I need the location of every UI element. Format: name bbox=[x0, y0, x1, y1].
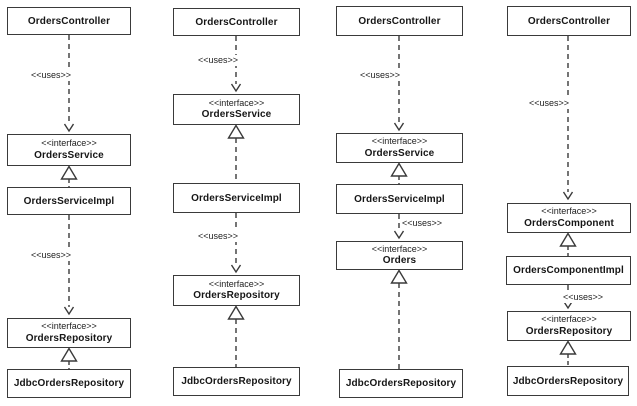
class-box-jdbcordersrepository: JdbcOrdersRepository bbox=[339, 369, 463, 398]
column-2-connectors bbox=[227, 36, 245, 367]
column-4-connectors bbox=[559, 36, 577, 366]
class-box-ordersserviceimpl: OrdersServiceImpl bbox=[336, 184, 463, 214]
interface-stereotype: <<interface>> bbox=[41, 321, 97, 332]
interface-stereotype: <<interface>> bbox=[541, 314, 597, 325]
interface-stereotype: <<interface>> bbox=[208, 97, 265, 108]
uses-label: <<uses>> bbox=[527, 98, 570, 109]
class-box-ordersserviceimpl: OrdersServiceImpl bbox=[7, 187, 131, 215]
class-box-orderscontroller: OrdersController bbox=[336, 6, 463, 36]
class-name: OrdersController bbox=[27, 15, 111, 27]
interface-box-ordersservice: <<interface>> OrdersService bbox=[7, 134, 131, 166]
uses-label: <<uses>> bbox=[196, 231, 239, 242]
column-3-connectors bbox=[390, 36, 408, 369]
class-name: OrdersController bbox=[358, 15, 441, 27]
interface-name: OrdersService bbox=[201, 109, 272, 121]
interface-box-orders: <<interface>> Orders bbox=[336, 241, 463, 270]
interface-box-ordersservice: <<interface>> OrdersService bbox=[336, 133, 463, 163]
class-name: JdbcOrdersRepository bbox=[345, 378, 457, 389]
dependency-arrowhead bbox=[393, 230, 405, 240]
uses-label: <<uses>> bbox=[196, 55, 239, 66]
realization-triangle bbox=[227, 305, 245, 320]
realization-triangle bbox=[390, 269, 408, 284]
uses-label: <<uses>> bbox=[29, 70, 72, 81]
class-box-jdbcordersrepository: JdbcOrdersRepository bbox=[507, 366, 629, 396]
dependency-arrowhead bbox=[63, 123, 75, 133]
interface-stereotype: <<interface>> bbox=[541, 206, 597, 217]
interface-box-ordersrepository: <<interface>> OrdersRepository bbox=[7, 318, 131, 348]
uses-label: <<uses>> bbox=[358, 70, 401, 81]
class-box-orderscontroller: OrdersController bbox=[173, 8, 300, 36]
interface-name: Orders bbox=[382, 255, 417, 267]
dependency-arrowhead bbox=[63, 306, 75, 316]
uses-label: <<uses>> bbox=[562, 292, 605, 303]
class-name: OrdersController bbox=[195, 16, 278, 28]
interface-name: OrdersRepository bbox=[525, 325, 613, 337]
class-name: OrdersServiceImpl bbox=[191, 192, 282, 204]
dependency-arrowhead bbox=[230, 264, 242, 274]
class-box-orderscontroller: OrdersController bbox=[507, 6, 631, 36]
class-box-ordersserviceimpl: OrdersServiceImpl bbox=[173, 183, 300, 213]
interface-name: OrdersComponent bbox=[524, 217, 614, 229]
interface-name: OrdersRepository bbox=[193, 290, 280, 302]
realization-triangle bbox=[227, 124, 245, 139]
dependency-arrowhead bbox=[230, 83, 242, 93]
interface-stereotype: <<interface>> bbox=[371, 136, 428, 147]
realization-triangle bbox=[559, 340, 577, 355]
interface-box-orderscomponent: <<interface>> OrdersComponent bbox=[507, 203, 631, 233]
class-box-jdbcordersrepository: JdbcOrdersRepository bbox=[7, 369, 131, 398]
dependency-arrowhead bbox=[562, 191, 574, 201]
realization-triangle bbox=[559, 232, 577, 247]
interface-stereotype: <<interface>> bbox=[208, 278, 265, 289]
dependency-arrowhead bbox=[393, 122, 405, 132]
realization-triangle bbox=[60, 165, 78, 180]
column-1-connectors bbox=[60, 35, 78, 369]
class-name: OrdersServiceImpl bbox=[354, 193, 445, 205]
class-name: JdbcOrdersRepository bbox=[13, 378, 125, 389]
class-name: OrdersComponentImpl bbox=[513, 265, 624, 276]
interface-stereotype: <<interface>> bbox=[371, 243, 428, 254]
interface-name: OrdersService bbox=[364, 147, 435, 159]
realization-triangle bbox=[390, 162, 408, 177]
interface-name: OrdersRepository bbox=[25, 332, 113, 344]
interface-box-ordersrepository: <<interface>> OrdersRepository bbox=[173, 275, 300, 306]
class-box-orderscomponentimpl: OrdersComponentImpl bbox=[506, 256, 631, 285]
interface-box-ordersservice: <<interface>> OrdersService bbox=[173, 94, 300, 125]
dependency-arrowhead bbox=[562, 300, 574, 310]
class-name: JdbcOrdersRepository bbox=[181, 376, 292, 387]
uses-label: <<uses>> bbox=[401, 218, 444, 229]
class-box-jdbcordersrepository: JdbcOrdersRepository bbox=[173, 367, 300, 396]
class-name: OrdersServiceImpl bbox=[23, 195, 115, 207]
interface-stereotype: <<interface>> bbox=[41, 138, 97, 149]
class-name: OrdersController bbox=[527, 15, 611, 27]
interface-name: OrdersService bbox=[34, 149, 104, 161]
interface-box-ordersrepository: <<interface>> OrdersRepository bbox=[507, 311, 631, 341]
uses-label: <<uses>> bbox=[29, 250, 72, 261]
realization-triangle bbox=[60, 347, 78, 362]
class-box-orderscontroller: OrdersController bbox=[7, 7, 131, 35]
class-name: JdbcOrdersRepository bbox=[512, 375, 624, 387]
